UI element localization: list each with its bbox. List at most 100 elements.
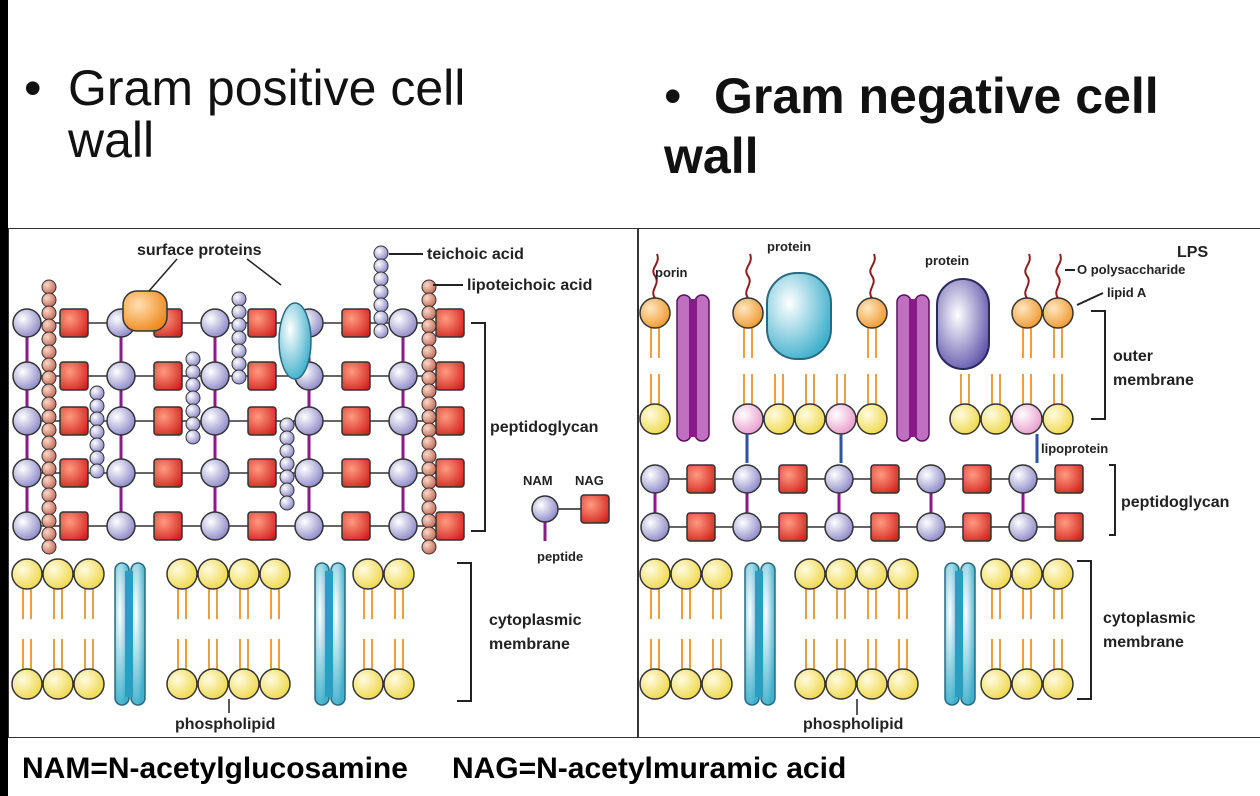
nag-unit — [59, 511, 89, 541]
teichoic-bead — [89, 411, 105, 427]
nag-unit — [435, 511, 465, 541]
phospholipid-head — [166, 668, 198, 700]
lipoteichoic-bead — [421, 435, 437, 451]
membrane-protein-core — [325, 571, 333, 697]
lipoteichoic-bead — [41, 409, 57, 425]
porin — [676, 294, 692, 442]
phospholipid-head — [639, 558, 671, 590]
nam-unit — [732, 512, 762, 542]
phospholipid-head — [1011, 668, 1043, 700]
lps-head — [732, 297, 764, 329]
legend-nag: NAG — [575, 473, 604, 488]
nam-unit — [12, 406, 42, 436]
lps-head — [1042, 297, 1074, 329]
lipoteichoic-bead — [421, 383, 437, 399]
gram-negative-diagram: porin protein protein LPS O polysacchari… — [638, 228, 1260, 738]
phospholipid-head — [887, 668, 919, 700]
nam-unit — [200, 511, 230, 541]
lipoteichoic-bead — [421, 409, 437, 425]
phospholipid-head — [73, 668, 105, 700]
lipoteichoic-bead — [41, 513, 57, 529]
surface-structures — [41, 245, 437, 555]
label-porin: porin — [655, 265, 688, 280]
phospholipid-head — [670, 668, 702, 700]
teichoic-bead — [373, 284, 389, 300]
teichoic-bead — [279, 482, 295, 498]
outer-membrane — [639, 253, 1074, 442]
lipoteichoic-bead — [41, 461, 57, 477]
nam-unit — [388, 511, 418, 541]
teichoic-bead — [185, 377, 201, 393]
porin-core — [909, 299, 917, 437]
lipoteichoic-bead — [421, 513, 437, 529]
nam-unit — [640, 512, 670, 542]
nag-unit — [435, 308, 465, 338]
phospholipid-head — [701, 668, 733, 700]
nag-unit — [247, 406, 277, 436]
cytoplasmic-membrane — [11, 558, 415, 706]
teichoic-bead — [231, 317, 247, 333]
phospholipid-head — [639, 403, 671, 435]
nam-unit — [106, 511, 136, 541]
lps-head — [856, 297, 888, 329]
teichoic-bead — [373, 310, 389, 326]
lipoteichoic-bead — [421, 292, 437, 308]
title-line-2: wall — [664, 128, 759, 184]
surface-protein — [122, 290, 168, 332]
lipoteichoic-bead — [421, 461, 437, 477]
label-phospholipid: phospholipid — [803, 716, 903, 733]
bullet: • — [664, 68, 682, 124]
teichoic-bead — [231, 330, 247, 346]
teichoic-bead — [373, 258, 389, 274]
nam-unit — [106, 458, 136, 488]
porin — [896, 294, 912, 442]
phospholipid-head — [1011, 558, 1043, 590]
membrane-protein-core — [125, 571, 133, 697]
label-teichoic-acid: teichoic acid — [427, 246, 524, 263]
lipoteichoic-bead — [41, 526, 57, 542]
phospholipid-head — [11, 558, 43, 590]
legend-nam: NAM — [523, 473, 553, 488]
nam-unit — [12, 511, 42, 541]
lipoteichoic-bead — [41, 331, 57, 347]
teichoic-bead — [231, 291, 247, 307]
label-lipoteichoic-acid: lipoteichoic acid — [467, 277, 592, 294]
teichoic-bead — [89, 424, 105, 440]
porin — [914, 294, 930, 442]
label-outer-membrane: membrane — [1113, 372, 1194, 389]
lipoteichoic-bead — [41, 305, 57, 321]
lipoteichoic-bead — [421, 318, 437, 334]
label-cytoplasmic: cytoplasmic — [489, 612, 582, 629]
gram-positive-svg: surface proteins teichoic acid lipoteich… — [11, 242, 610, 733]
legend-nam-shape — [531, 495, 559, 523]
nag-unit — [247, 511, 277, 541]
phospholipid-head — [197, 558, 229, 590]
o-polysaccharide — [869, 253, 876, 299]
nag-unit — [686, 512, 716, 542]
phospholipid-head — [887, 558, 919, 590]
phospholipid-head — [197, 668, 229, 700]
label-protein-2: protein — [925, 253, 969, 268]
bullet: • — [24, 60, 42, 116]
nam-unit — [200, 361, 230, 391]
lipoteichoic-bead — [41, 539, 57, 555]
outer-membrane-protein — [936, 278, 990, 370]
lipoteichoic-bead — [41, 422, 57, 438]
nag-unit — [686, 464, 716, 494]
phospholipid-head — [980, 668, 1012, 700]
nam-unit — [916, 464, 946, 494]
nag-unit — [778, 512, 808, 542]
membrane-protein — [760, 562, 776, 706]
lipoteichoic-bead — [421, 305, 437, 321]
nag-unit — [870, 464, 900, 494]
lipoteichoic-bead — [421, 396, 437, 412]
lipoteichoic-bead — [421, 357, 437, 373]
membrane-protein-core — [755, 571, 763, 697]
lipoteichoic-bead — [41, 474, 57, 490]
title-line-2: wall — [68, 112, 155, 168]
lipoprotein — [1011, 403, 1043, 435]
label-peptidoglycan: peptidoglycan — [490, 419, 598, 436]
nag-unit — [247, 361, 277, 391]
phospholipid-head — [980, 403, 1012, 435]
